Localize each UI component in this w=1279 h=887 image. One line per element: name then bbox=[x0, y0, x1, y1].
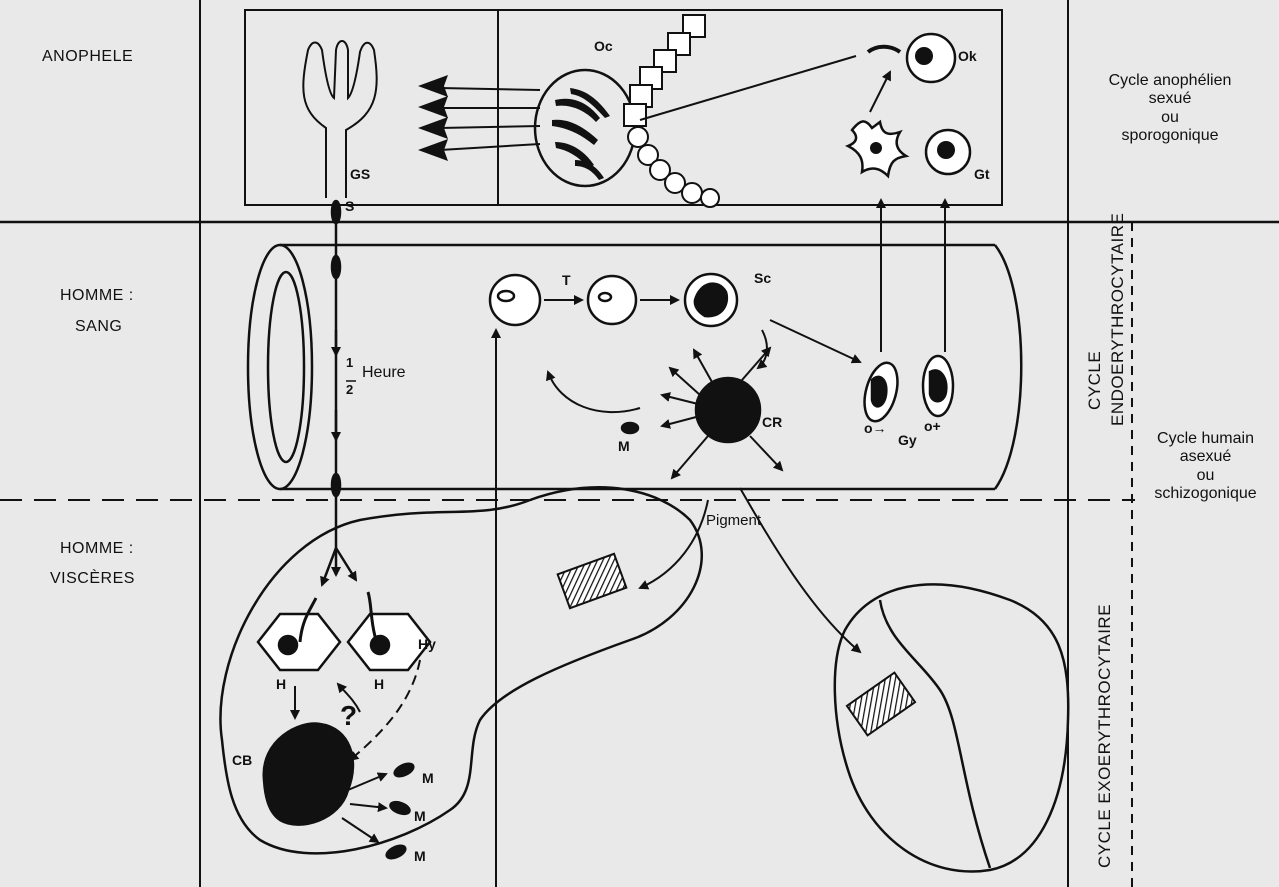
cycle-humain-line-2: asexué bbox=[1132, 448, 1279, 466]
abbr-gs: GS bbox=[350, 166, 370, 182]
label-pigment: Pigment bbox=[706, 512, 761, 529]
label-endoerythrocytaire: ENDOERYTHROCYTAIRE bbox=[1108, 213, 1128, 426]
pigment-deposit-liver bbox=[558, 554, 627, 608]
cycle-anophelien-line-4: sporogonique bbox=[1095, 127, 1245, 145]
label-anophele: ANOPHELE bbox=[42, 48, 133, 66]
abbr-ok: Ok bbox=[958, 48, 977, 64]
abbr-cr: CR bbox=[762, 414, 782, 430]
label-cycle-endo: CYCLE bbox=[1085, 351, 1105, 410]
label-cycle-exo: CYCLE EXOERYTHROCYTAIRE bbox=[1095, 604, 1115, 868]
label-homme-sang-2: SANG bbox=[75, 318, 122, 336]
abbr-gt: Gt bbox=[974, 166, 990, 182]
blood-gametocytes bbox=[859, 200, 953, 425]
cycle-humain-line-1: Cycle humain bbox=[1132, 430, 1279, 448]
abbr-hy: Hy bbox=[418, 636, 436, 652]
abbr-t: T bbox=[562, 272, 571, 288]
abbr-cb: CB bbox=[232, 752, 252, 768]
cycle-anophelien-line-2: sexué bbox=[1095, 90, 1245, 108]
label-cycle-anophelien: Cycle anophélien sexué ou sporogonique bbox=[1095, 72, 1245, 146]
abbr-h-left: H bbox=[276, 676, 286, 692]
abbr-m2: M bbox=[414, 808, 426, 824]
abbr-question: ? bbox=[340, 700, 357, 732]
label-homme-visceres-1: HOMME : bbox=[60, 540, 134, 558]
abbr-m3: M bbox=[414, 848, 426, 864]
label-cycle-humain: Cycle humain asexué ou schizogonique bbox=[1132, 430, 1279, 504]
half-denominator: 2 bbox=[346, 383, 353, 398]
abbr-m1: M bbox=[422, 770, 434, 786]
cycle-anophelien-line-3: ou bbox=[1095, 109, 1245, 127]
abbr-sc: Sc bbox=[754, 270, 771, 286]
abbr-h-right: H bbox=[374, 676, 384, 692]
pigment-deposit-spleen bbox=[847, 673, 915, 736]
blood-stages bbox=[490, 274, 860, 442]
half-numerator: 1 bbox=[346, 356, 353, 371]
cycle-humain-line-3: ou bbox=[1132, 467, 1279, 485]
abbr-female: o+ bbox=[924, 418, 941, 434]
abbr-s: S bbox=[345, 198, 354, 214]
abbr-gy: Gy bbox=[898, 432, 917, 448]
cycle-humain-line-4: schizogonique bbox=[1132, 485, 1279, 503]
oocyst bbox=[535, 70, 635, 186]
label-heure: Heure bbox=[362, 364, 406, 382]
abbr-oc: Oc bbox=[594, 38, 613, 54]
abbr-m-blood: M bbox=[618, 438, 630, 454]
label-homme-visceres-2: VISCÈRES bbox=[50, 570, 135, 588]
label-homme-sang-1: HOMME : bbox=[60, 287, 134, 305]
oocyst-release-arrows bbox=[418, 75, 540, 161]
cycle-anophelien-line-1: Cycle anophélien bbox=[1095, 72, 1245, 90]
abbr-male: o→ bbox=[864, 420, 887, 436]
